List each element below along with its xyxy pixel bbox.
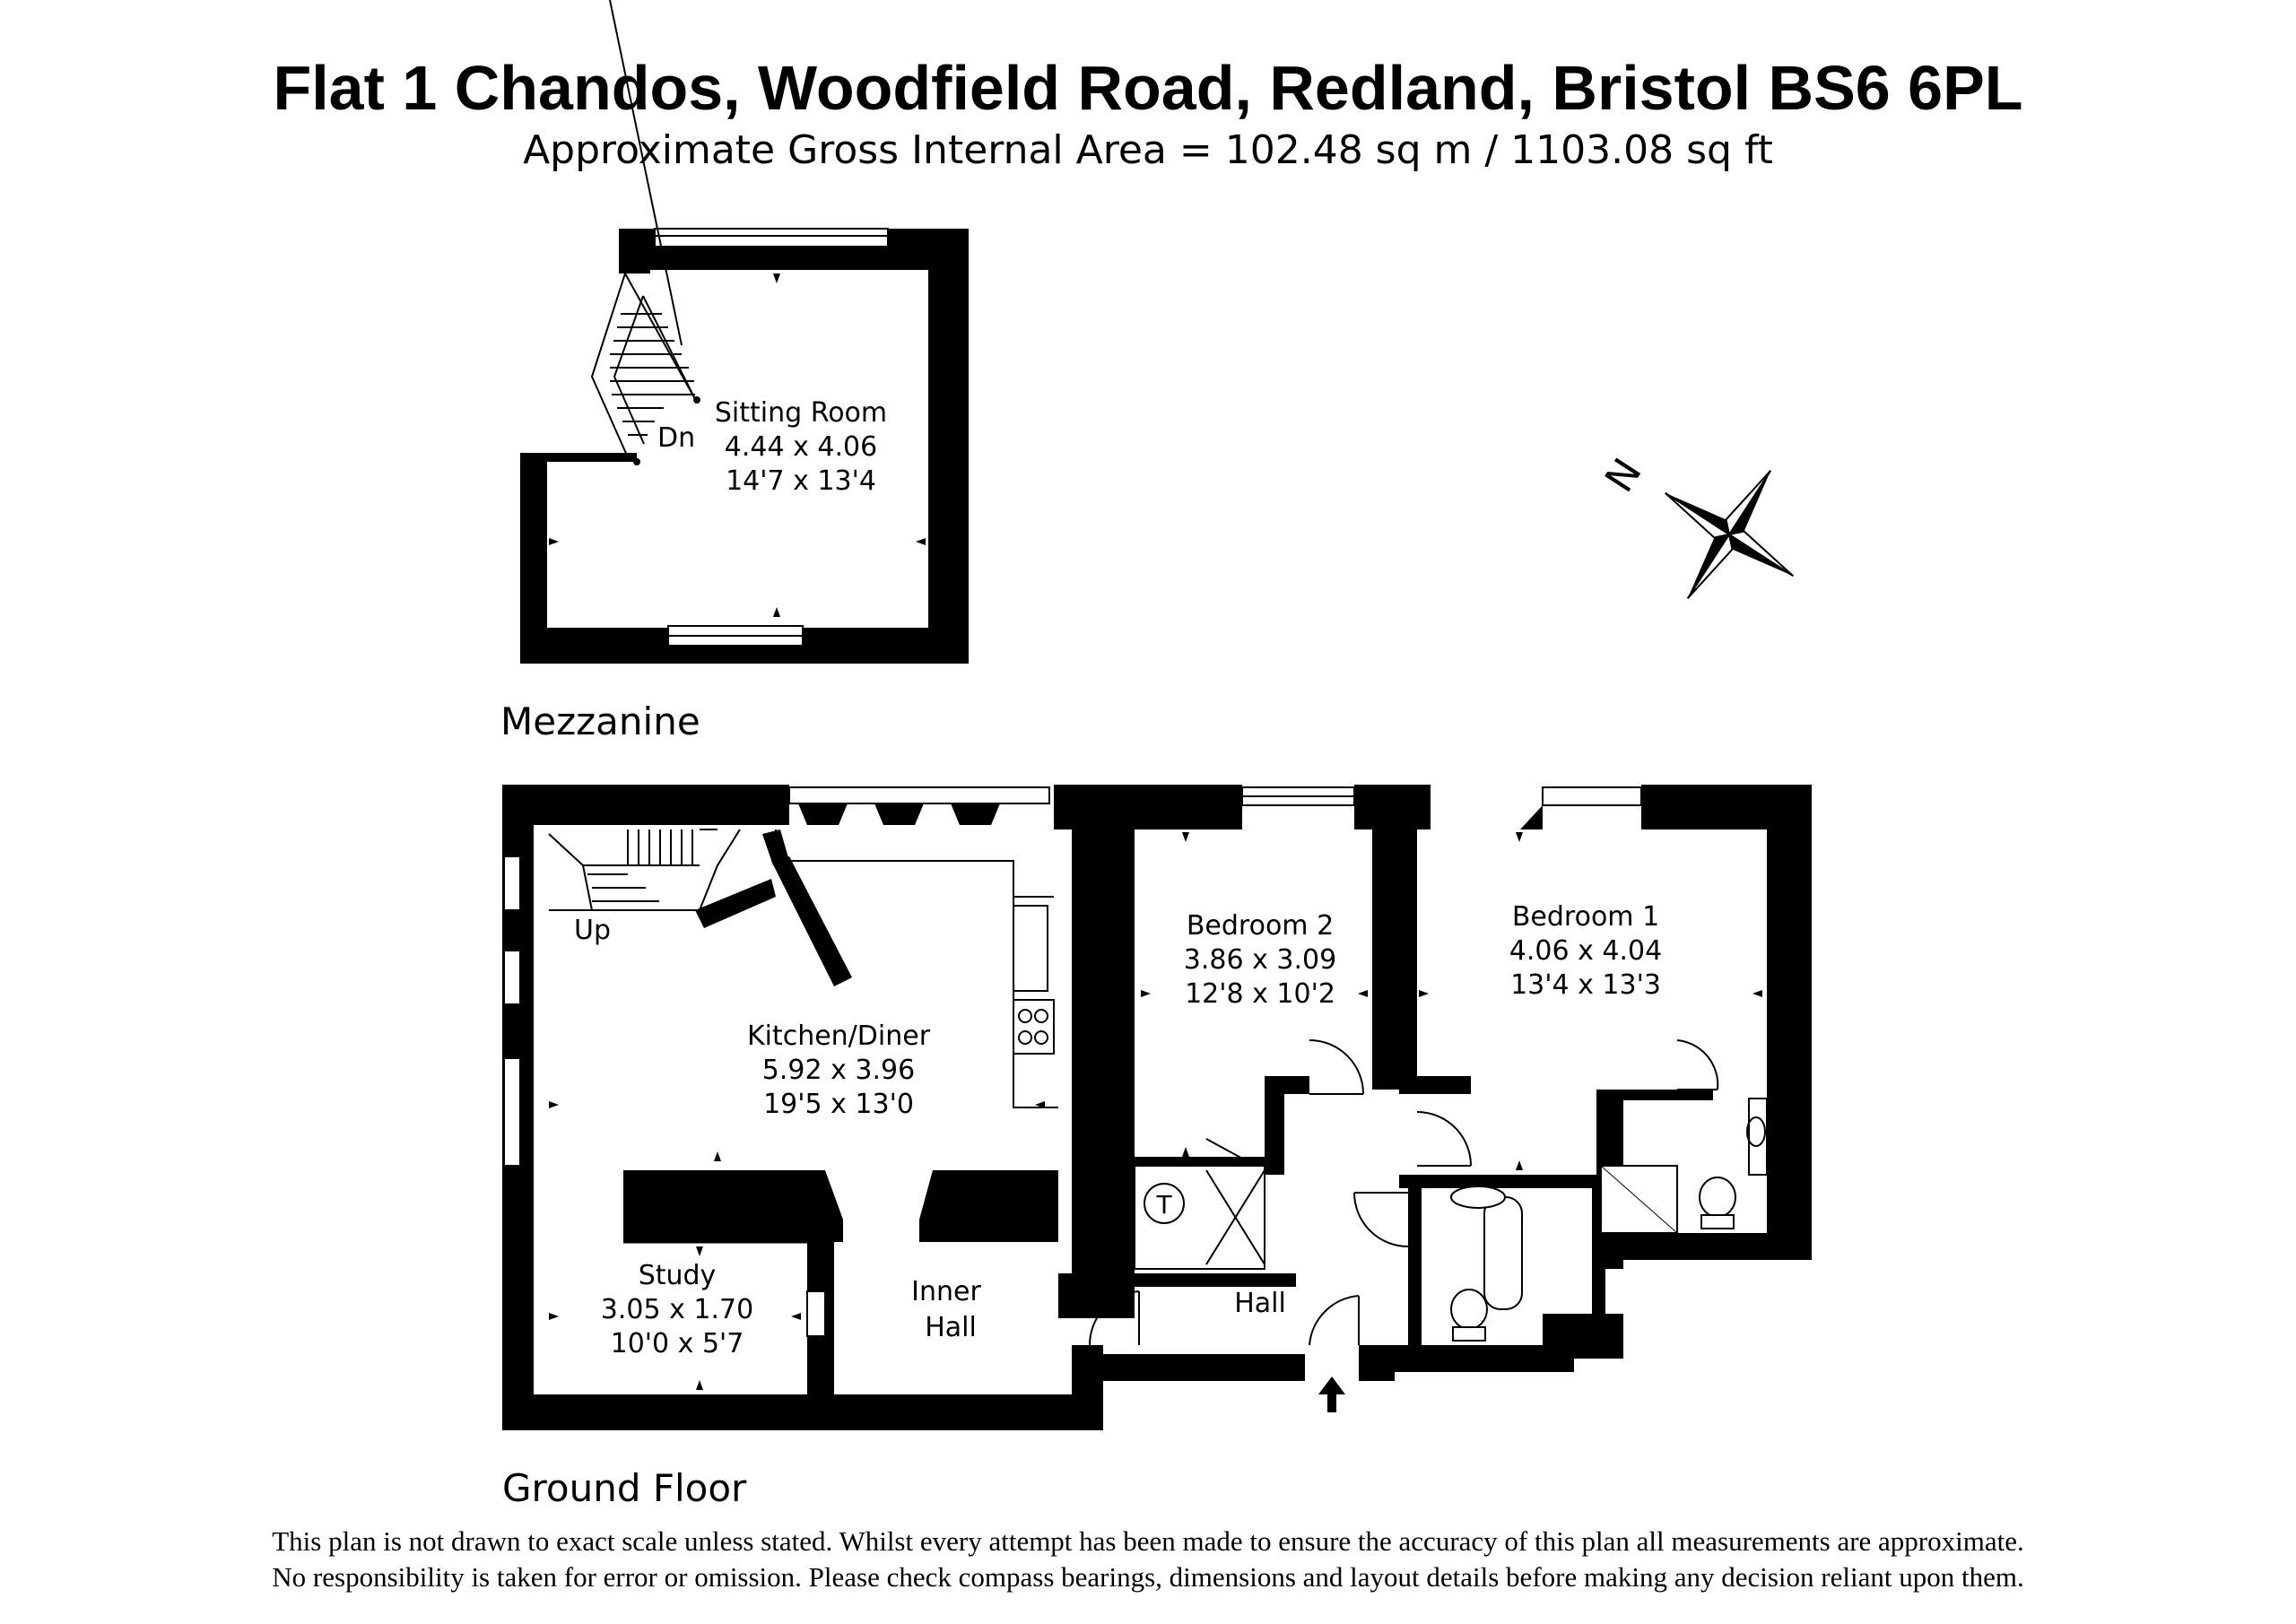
room-name-hall: Hall: [1234, 1288, 1286, 1319]
bath: [1483, 1196, 1523, 1310]
door: [1088, 1039, 1719, 1346]
room-name-kitchen-diner: Kitchen/Diner: [747, 1020, 931, 1052]
entrance-arrow-icon: [1318, 1376, 1345, 1412]
compass-north-label: N: [1596, 451, 1651, 500]
room-metric-bedroom-1: 4.06 x 4.04: [1509, 935, 1662, 967]
gross-area-subtitle: Approximate Gross Internal Area = 102.48…: [523, 127, 1773, 173]
sink: [1013, 905, 1048, 992]
compass-rose: [1665, 470, 1794, 599]
toilet: [1699, 1177, 1736, 1218]
toilet: [1450, 1289, 1488, 1330]
window: [788, 786, 1050, 825]
basin: [1450, 1185, 1506, 1209]
floor-label-ground-floor: Ground Floor: [502, 1466, 747, 1510]
staircase: [548, 829, 741, 911]
room-imperial-kitchen-diner: 19'5 x 13'0: [763, 1089, 914, 1120]
room-imperial-bedroom-1: 13'4 x 13'3: [1510, 969, 1661, 1001]
room-metric-sitting-room: 4.44 x 4.06: [725, 431, 877, 463]
disclaimer-line-2: No responsibility is taken for error or …: [272, 1561, 2024, 1593]
stair-label-up: Up: [574, 915, 611, 946]
hob: [1013, 999, 1055, 1055]
room-imperial-bedroom-2: 12'8 x 10'2: [1185, 978, 1335, 1010]
room-name-bedroom-2: Bedroom 2: [1187, 910, 1334, 942]
hot-water-cylinder: [1144, 1183, 1185, 1224]
staircase: [590, 0, 696, 458]
mezzanine-plan: Dn Sitting Room 4.44 x 4.06 14'7 x 13'4: [520, 0, 969, 664]
room-imperial-study: 10'0 x 5'7: [611, 1328, 744, 1359]
stair-label-down: Dn: [657, 422, 695, 454]
room-metric-bedroom-2: 3.86 x 3.09: [1184, 944, 1336, 976]
window: [667, 625, 804, 647]
room-metric-kitchen-diner: 5.92 x 3.96: [762, 1055, 915, 1086]
room-name-inner-hall: Inner: [911, 1276, 981, 1307]
room-name-sitting-room: Sitting Room: [715, 397, 887, 429]
room-imperial-sitting-room: 14'7 x 13'4: [726, 465, 876, 497]
ground-floor-plan: T Up Kitchen/Diner 5.: [502, 785, 1812, 1430]
room-name-bedroom-1: Bedroom 1: [1512, 901, 1659, 933]
cylinder-label: T: [1155, 1190, 1172, 1220]
floor-label-mezzanine: Mezzanine: [500, 699, 700, 743]
room-metric-study: 3.05 x 1.70: [601, 1294, 753, 1325]
room-name-study: Study: [639, 1260, 717, 1291]
room-name-inner-hall-2: Hall: [925, 1312, 977, 1343]
plan-title: Flat 1 Chandos, Woodfield Road, Redland,…: [273, 53, 2023, 123]
window: [1241, 786, 1355, 806]
window: [654, 228, 889, 269]
window: [503, 855, 521, 1167]
disclaimer-line-1: This plan is not drawn to exact scale un…: [272, 1525, 2024, 1557]
window: [1520, 786, 1664, 829]
